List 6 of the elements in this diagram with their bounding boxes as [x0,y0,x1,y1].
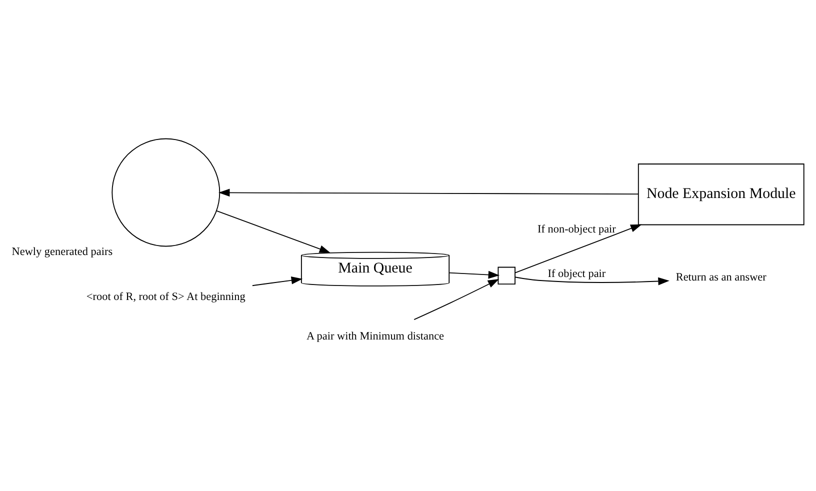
node-text: Return as an answer [676,270,766,283]
node-label: Newly generated pairs [12,246,113,258]
edge-label: If non-object pair [538,222,616,235]
node-text: <root of R, root of S> At beginning [86,290,246,303]
node-text: A pair with Minimum distance [306,330,444,342]
edge-label: If object pair [548,268,606,280]
